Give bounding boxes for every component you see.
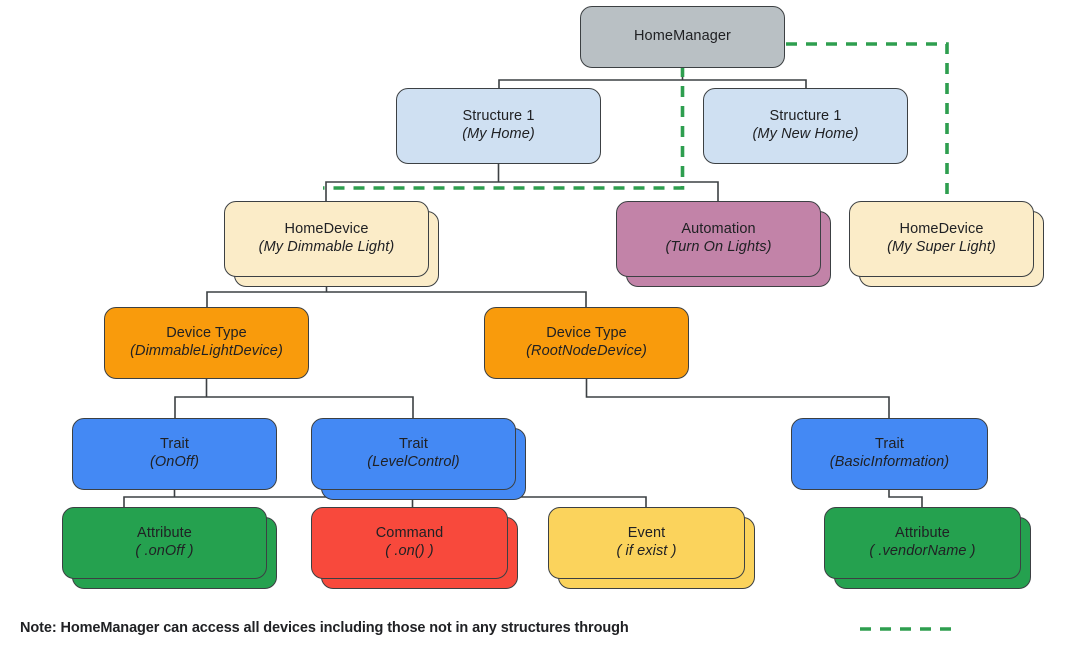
edge-devicetype2-to-trait-basicinfo <box>585 378 890 419</box>
home-device-dimmable-light-name: (My Dimmable Light) <box>258 239 395 255</box>
attribute-onoff-node[interactable]: Attribute ( .onOff ) <box>62 507 267 579</box>
structure-my-home-type: Structure 1 <box>462 108 535 125</box>
structure-my-new-home-name: (My New Home) <box>752 126 859 142</box>
trait-levelcontrol-name: (LevelControl) <box>367 454 460 470</box>
edge-trait-basicinfo-to-attribute <box>888 489 923 508</box>
command-on-node[interactable]: Command ( .on() ) <box>311 507 508 579</box>
attribute-onoff-name: ( .onOff ) <box>135 543 194 559</box>
device-type-1-type: Device Type <box>166 325 247 342</box>
edge-structure1-to-children <box>325 163 719 202</box>
structure-my-home-node[interactable]: Structure 1 (My Home) <box>396 88 601 164</box>
home-device-dimmable-light-node[interactable]: HomeDevice (My Dimmable Light) <box>224 201 429 277</box>
home-device-dimmable-light-type: HomeDevice <box>284 221 369 238</box>
automation-type: Automation <box>681 221 756 238</box>
trait-basicinfo-type: Trait <box>875 436 904 453</box>
automation-turn-on-lights-node[interactable]: Automation (Turn On Lights) <box>616 201 821 277</box>
home-device-super-light-name: (My Super Light) <box>887 239 996 255</box>
footnote-legend-dashed-line <box>860 627 954 631</box>
attribute-vendorname-type: Attribute <box>895 525 950 542</box>
home-device-super-light-type: HomeDevice <box>899 221 984 238</box>
attribute-onoff-type: Attribute <box>137 525 192 542</box>
command-on-type: Command <box>375 525 444 542</box>
automation-name: (Turn On Lights) <box>665 239 772 255</box>
trait-onoff-name: (OnOff) <box>149 454 200 470</box>
structure-my-new-home-node[interactable]: Structure 1 (My New Home) <box>703 88 908 164</box>
home-manager-label: HomeManager <box>633 28 731 45</box>
trait-levelcontrol-type: Trait <box>399 436 428 453</box>
trait-onoff-node[interactable]: Trait (OnOff) <box>72 418 277 490</box>
device-type-2-name: (RootNodeDevice) <box>526 343 647 359</box>
home-device-super-light-node[interactable]: HomeDevice (My Super Light) <box>849 201 1034 277</box>
edge-homemanager-to-structures <box>498 67 807 89</box>
attribute-vendorname-name: ( .vendorName ) <box>869 543 976 559</box>
home-manager-node[interactable]: HomeManager <box>580 6 785 68</box>
structure-my-home-name: (My Home) <box>462 126 535 142</box>
structure-my-new-home-type: Structure 1 <box>769 108 842 125</box>
command-on-name: ( .on() ) <box>385 543 434 559</box>
trait-basicinformation-node[interactable]: Trait (BasicInformation) <box>791 418 988 490</box>
edge-devicetype1-to-traits <box>174 378 414 419</box>
event-type: Event <box>627 525 666 542</box>
attribute-vendorname-node[interactable]: Attribute ( .vendorName ) <box>824 507 1021 579</box>
device-type-root-node-device-node[interactable]: Device Type (RootNodeDevice) <box>484 307 689 379</box>
device-type-dimmable-light-device-node[interactable]: Device Type (DimmableLightDevice) <box>104 307 309 379</box>
device-type-1-name: (DimmableLightDevice) <box>130 343 283 359</box>
device-type-2-type: Device Type <box>546 325 627 342</box>
trait-basicinfo-name: (BasicInformation) <box>829 454 950 470</box>
event-if-exist-node[interactable]: Event ( if exist ) <box>548 507 745 579</box>
footnote-text: Note: HomeManager can access all devices… <box>20 620 629 636</box>
event-name: ( if exist ) <box>616 543 677 559</box>
trait-levelcontrol-node[interactable]: Trait (LevelControl) <box>311 418 516 490</box>
trait-onoff-type: Trait <box>160 436 189 453</box>
